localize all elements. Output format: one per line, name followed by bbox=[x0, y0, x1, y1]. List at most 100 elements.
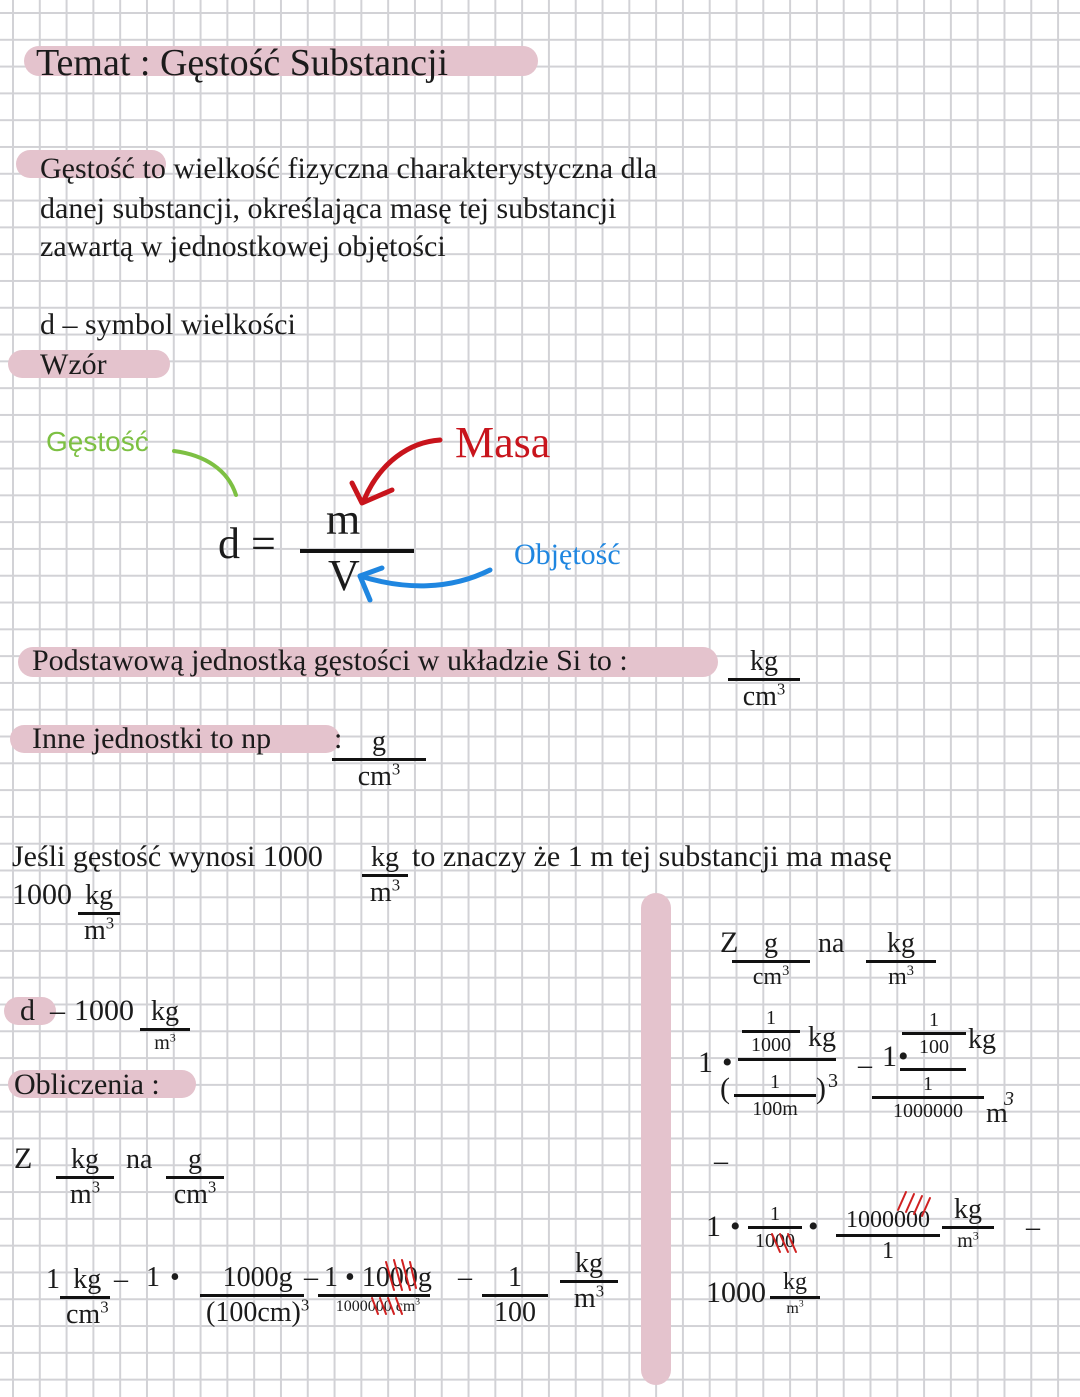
left-s3-num-a: 1 bbox=[324, 1262, 338, 1293]
left-na: na bbox=[126, 1144, 153, 1175]
right-f2-inner-den: 100 bbox=[919, 1036, 949, 1058]
label-volume: Objętość bbox=[514, 538, 621, 571]
right-result-value: 1000 bbox=[706, 1276, 766, 1309]
right-na: na bbox=[818, 928, 845, 959]
column-divider bbox=[641, 893, 671, 1385]
density-arrow-curve bbox=[172, 449, 238, 497]
mass-arrow-head bbox=[349, 480, 395, 506]
left-from-num: kg bbox=[71, 1144, 99, 1175]
right-from-exp: 3 bbox=[782, 963, 790, 979]
right-from-fraction: g cm3 bbox=[732, 930, 810, 989]
right-from-den: cm bbox=[752, 964, 783, 990]
left-s2-num: 1000g bbox=[222, 1262, 293, 1293]
right-r2-d2: 1 bbox=[882, 1238, 894, 1264]
left-s1-fraction: kg cm3 bbox=[60, 1266, 115, 1329]
d-value: 1000 bbox=[74, 994, 134, 1027]
example-exp-2: 3 bbox=[105, 913, 115, 933]
d-line-highlight bbox=[4, 997, 56, 1025]
calc-highlight bbox=[8, 1070, 196, 1098]
other-units-colon: : bbox=[334, 722, 343, 755]
right-f1-inner-den: 1000 bbox=[751, 1034, 791, 1056]
d-dash: – bbox=[50, 994, 65, 1027]
definition-highlight bbox=[16, 150, 166, 178]
example-den-2: m bbox=[84, 915, 106, 946]
other-units-exp: 3 bbox=[391, 759, 401, 779]
right-f1-den-den: 100m bbox=[752, 1098, 798, 1120]
volume-arrow-curve bbox=[357, 567, 493, 589]
si-unit-num: kg bbox=[750, 646, 778, 677]
right-r2-one: 1 bbox=[706, 1210, 721, 1243]
right-r2-exp: 3 bbox=[972, 1228, 979, 1243]
d-fraction: kg m3 bbox=[140, 998, 190, 1053]
left-dot-1: • bbox=[170, 1262, 180, 1293]
right-f2-den: 1 1000000 bbox=[872, 1074, 984, 1121]
cancel-mark-right-num bbox=[897, 1191, 931, 1217]
other-units-highlight bbox=[10, 725, 340, 753]
si-unit-den: cm bbox=[742, 681, 777, 712]
right-f2-m: m bbox=[986, 1098, 1008, 1129]
example-fraction-2: kg m3 bbox=[78, 882, 120, 945]
si-unit-text: Podstawową jednostką gęstości w układzie… bbox=[32, 644, 628, 677]
example-fraction-1: kg m3 bbox=[362, 844, 408, 907]
d-num: kg bbox=[151, 996, 179, 1027]
right-f2-inner: 1 100 bbox=[902, 1010, 966, 1057]
d-exp: 3 bbox=[169, 1030, 176, 1045]
formula-numerator: m bbox=[326, 495, 361, 544]
right-result-den: m bbox=[786, 1300, 799, 1317]
right-r1-one: 1 bbox=[698, 1046, 713, 1079]
right-r1-dot: • bbox=[722, 1046, 733, 1079]
right-result-exp: 3 bbox=[798, 1298, 804, 1310]
right-f1-den: 1 100m bbox=[734, 1072, 816, 1119]
left-s5-fraction: kg m3 bbox=[560, 1250, 618, 1313]
example-num-2: kg bbox=[85, 880, 114, 911]
right-from-num: g bbox=[764, 928, 778, 959]
mass-arrow-curve bbox=[361, 437, 443, 503]
right-r1-eq: – bbox=[858, 1050, 872, 1081]
other-units-text: Inne jednostki to np bbox=[32, 722, 272, 755]
right-result-fraction: kg m3 bbox=[770, 1270, 820, 1317]
left-s4-fraction: 1 100 bbox=[482, 1264, 548, 1327]
label-mass: Masa bbox=[455, 418, 551, 467]
right-f2-den-num: 1 bbox=[923, 1073, 933, 1095]
right-to-den: m bbox=[888, 964, 907, 990]
right-to-exp: 3 bbox=[906, 963, 914, 979]
cancel-mark-left-num bbox=[385, 1259, 417, 1291]
wzor-label: Wzór bbox=[40, 348, 107, 381]
right-r2-n2: 1000000 bbox=[846, 1207, 930, 1233]
left-eq-3: – bbox=[458, 1262, 472, 1293]
example-den-1: m bbox=[369, 877, 392, 908]
right-f1-exp: 3 bbox=[828, 1070, 838, 1092]
left-s4-num: 1 bbox=[508, 1262, 522, 1293]
calc-label: Obliczenia : bbox=[14, 1068, 160, 1101]
left-s5-num: kg bbox=[575, 1248, 603, 1279]
formula-denominator: V bbox=[328, 551, 360, 600]
right-f1-paren-open: ( bbox=[720, 1072, 730, 1105]
left-one-1: 1 bbox=[146, 1262, 160, 1293]
right-r2-eq: – bbox=[1026, 1212, 1040, 1243]
left-s1-num: kg bbox=[73, 1264, 102, 1295]
right-f1-inner-num: 1 bbox=[766, 1007, 776, 1029]
right-to-num: kg bbox=[887, 928, 915, 959]
right-f2-exp: 3 bbox=[1004, 1088, 1014, 1110]
left-s5-exp: 3 bbox=[595, 1281, 605, 1301]
left-from-exp: 3 bbox=[91, 1177, 101, 1197]
right-result-num: kg bbox=[783, 1269, 807, 1295]
left-s5-den: m bbox=[573, 1283, 596, 1314]
right-f2-kg: kg bbox=[968, 1024, 996, 1055]
example-value: 1000 bbox=[12, 878, 72, 911]
right-f2-main-bar bbox=[900, 1068, 966, 1071]
definition-line-2: danej substancji, określająca masę tej s… bbox=[40, 192, 617, 225]
left-to-den: cm bbox=[173, 1179, 208, 1210]
left-from-den: m bbox=[69, 1179, 92, 1210]
label-density: Gęstość bbox=[46, 426, 149, 457]
right-z: Z bbox=[720, 926, 739, 959]
si-unit-highlight bbox=[18, 647, 718, 677]
right-r2-dot-1: • bbox=[730, 1210, 741, 1243]
left-s2-den: (100cm) bbox=[206, 1297, 301, 1328]
right-f2-den-den: 1000000 bbox=[893, 1100, 963, 1122]
title-highlight bbox=[24, 46, 538, 76]
right-r2-n3: kg bbox=[954, 1194, 982, 1225]
definition-line-3: zawartą w jednostkowej objętości bbox=[40, 230, 446, 263]
left-eq-1: – bbox=[114, 1264, 128, 1295]
